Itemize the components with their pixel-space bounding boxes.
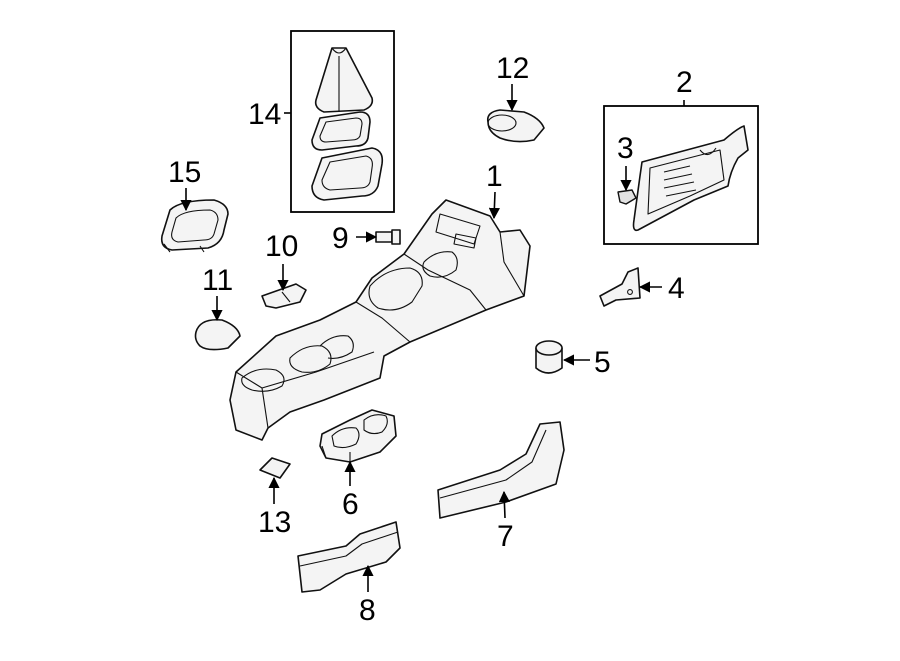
- shift-bezel-15: [160, 199, 229, 253]
- callout-6: 6: [342, 488, 359, 521]
- side-panel-left: [297, 521, 401, 593]
- callout-10: 10: [265, 230, 298, 263]
- shifter-cover: [486, 109, 545, 143]
- side-panel-8: [297, 521, 401, 593]
- center-console: [229, 199, 531, 441]
- bracket-4: [599, 267, 641, 307]
- clip-small: [259, 457, 291, 479]
- group-box-14: [290, 30, 395, 213]
- leaders: [180, 84, 685, 592]
- bezel-15: [160, 199, 229, 251]
- callout-4: 4: [668, 272, 685, 305]
- cup-holder-6: [319, 409, 397, 463]
- clip-10: [261, 283, 307, 309]
- clip-13: [259, 457, 291, 479]
- callout-7: 7: [497, 520, 514, 553]
- callout-labels: 1 2 3 4 5 6 7 8 9 10 11 12 13 14 15: [168, 52, 693, 627]
- shift-boot-group: [290, 30, 395, 213]
- callout-12: 12: [496, 52, 529, 85]
- shift-boot: [314, 47, 374, 113]
- bolt-9: [375, 229, 401, 245]
- callout-8: 8: [359, 594, 376, 627]
- clip: [261, 283, 307, 309]
- callout-1: 1: [486, 160, 503, 193]
- trim-panel: [632, 125, 749, 232]
- pad: [194, 318, 241, 351]
- callout-5: 5: [594, 346, 611, 379]
- trim-panel-group: [603, 105, 759, 245]
- callout-3: 3: [617, 132, 634, 165]
- side-panel-7: [437, 421, 565, 519]
- callout-15: 15: [168, 156, 201, 189]
- side-panel-right: [437, 421, 565, 519]
- cup-5: [535, 340, 563, 374]
- clip-3: [617, 189, 637, 205]
- callout-9: 9: [332, 222, 349, 255]
- cover-12: [486, 109, 545, 143]
- bolt: [375, 231, 393, 243]
- callout-2: 2: [676, 66, 693, 99]
- bracket: [599, 267, 641, 307]
- callout-14: 14: [248, 98, 281, 131]
- shift-bezel-lower: [311, 147, 384, 201]
- callout-13: 13: [258, 506, 291, 539]
- callout-11: 11: [202, 264, 233, 297]
- group-box-2: [603, 105, 759, 245]
- pad-11: [194, 318, 241, 351]
- cup-holder: [319, 409, 397, 463]
